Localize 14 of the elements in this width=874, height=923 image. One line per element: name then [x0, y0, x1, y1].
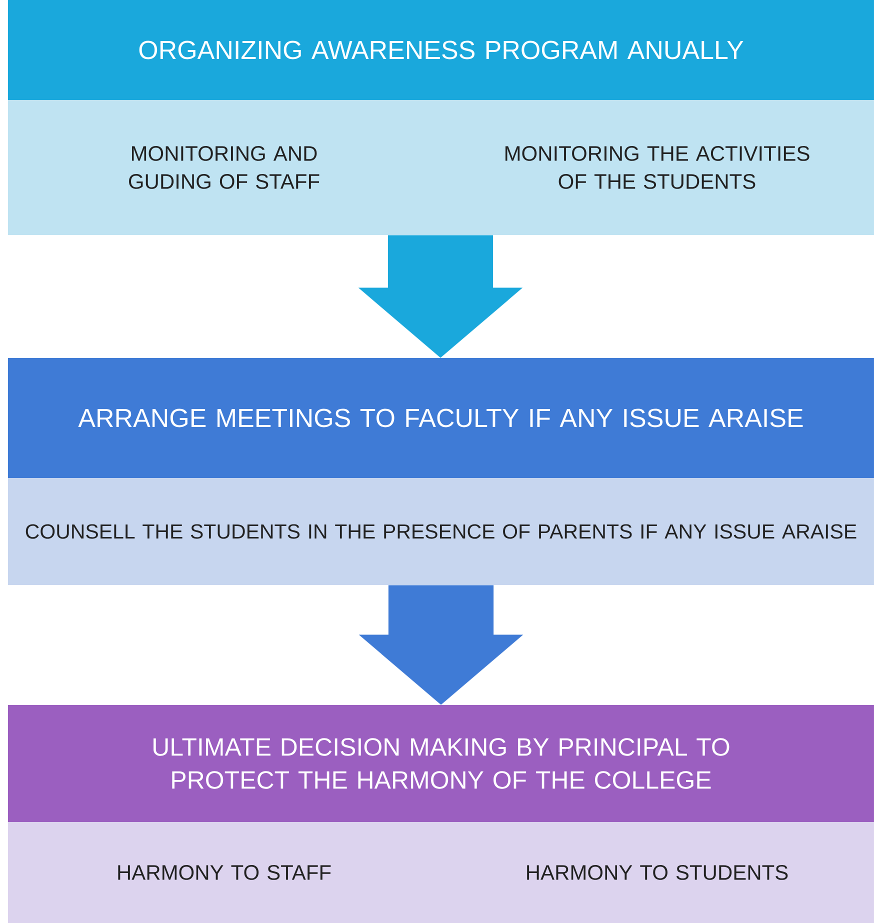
node-label: HARMONY TO STUDENTS [527, 865, 788, 880]
header-band: ORGANIZING AWARENESS PROGRAM ANUALLY [8, 0, 874, 100]
node-label: HARMONY TO STAFF [118, 865, 331, 880]
block-arrow [358, 235, 523, 358]
text-box: COUNSELL THE STUDENTS IN THE PRESENCE OF PARENTS IF ANY ISSUE ARAISE [8, 478, 874, 585]
header-band: ULTIMATE DECISION MAKING BY PRINCIPAL TO PROTECT THE HARMONY OF THE COLLEGE [8, 705, 874, 822]
text-box: MONITORING AND GUDING OF STAFF [8, 100, 440, 235]
node-label: MONITORING AND GUDING OF STAFF [129, 146, 320, 189]
text-box: MONITORING THE ACTIVITIES OF THE STUDENTS [440, 100, 874, 235]
block-arrow [358, 585, 524, 705]
header-band: ARRANGE MEETINGS TO FACULTY IF ANY ISSUE ARAISE [8, 358, 874, 478]
text-box: HARMONY TO STUDENTS [440, 822, 874, 923]
node-label: MONITORING THE ACTIVITIES OF THE STUDENTS [505, 146, 810, 189]
text-box: HARMONY TO STAFF [8, 822, 440, 923]
